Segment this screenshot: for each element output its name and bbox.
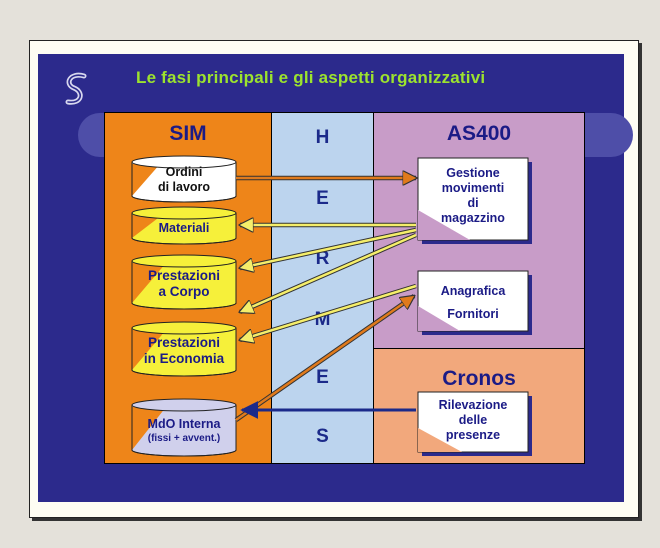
- arrow-anagrafica-to-prestazioni-economia: [240, 283, 417, 340]
- slide-title: Le fasi principali e gli aspetti organiz…: [136, 68, 486, 87]
- cylinder-prestazioni-in-economia: [131, 321, 237, 377]
- box-label-gestione: Gestione movimenti di magazzino: [441, 166, 505, 225]
- cylinder-mdo-interna: [131, 398, 237, 457]
- cylinder-materiali: [131, 206, 237, 245]
- hermes-panel: [272, 112, 373, 464]
- hermes-letter: S: [316, 426, 329, 447]
- cylinder-ordini-di-lavoro: [131, 155, 237, 203]
- hermes-letter: H: [315, 127, 330, 148]
- decor-bar-right: [581, 113, 633, 157]
- cylinder-prestazioni-a-corpo: [131, 254, 237, 310]
- cylinder-label-mdo: MdO Interna (fissi + avvent.): [147, 417, 221, 444]
- logo-icon: [62, 70, 92, 115]
- hermes-letter: E: [316, 188, 329, 209]
- box-rilevazione-presenze: [417, 391, 532, 456]
- arrow-mdo-to-anagrafica: [234, 294, 414, 422]
- as400-title: AS400: [446, 122, 512, 145]
- box-anagrafica-fornitori: [417, 270, 532, 335]
- box-label-rilevazione: Rilevazione delle presenze: [438, 398, 508, 442]
- arrow-gestione-to-prestazioni-economia: [240, 232, 417, 312]
- cronos-title: Cronos: [442, 367, 516, 390]
- arrow-gestione-to-prestazioni-corpo: [240, 227, 417, 268]
- cylinder-label-materiali: Materiali: [158, 221, 210, 235]
- hermes-letter: R: [315, 248, 330, 269]
- hermes-letter: E: [316, 367, 329, 388]
- box-label-anagrafica: Anagrafica Fornitori: [440, 284, 506, 321]
- sim-title: SIM: [169, 122, 207, 145]
- box-gestione-movimenti: [417, 157, 532, 244]
